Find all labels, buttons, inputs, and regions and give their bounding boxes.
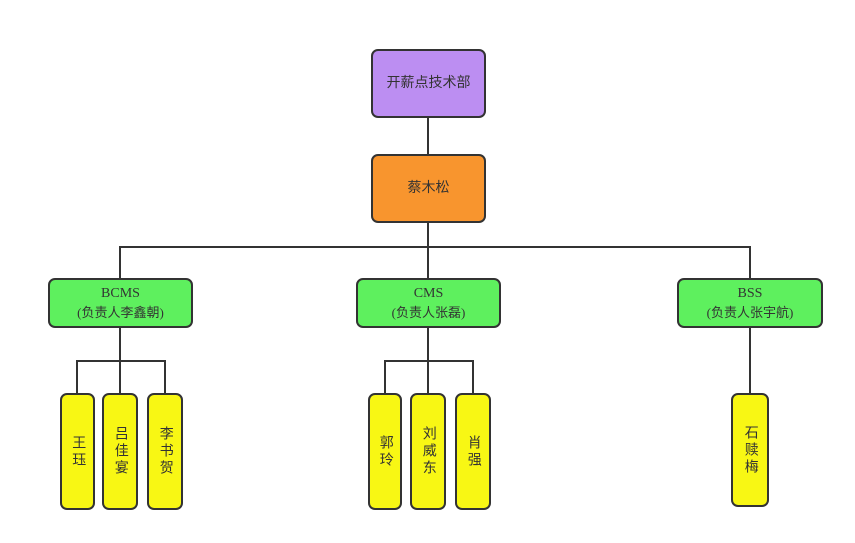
- group-bss-title: BSS: [737, 286, 763, 302]
- node-member-lvjiayan[interactable]: 吕佳宴: [102, 393, 138, 510]
- member-name: 刘威东: [420, 426, 436, 477]
- member-name: 肖强: [465, 434, 481, 469]
- connector-bcms-drop: [119, 246, 121, 278]
- connector-cms-stub-3: [472, 360, 474, 393]
- connector-bss-down: [749, 328, 751, 393]
- node-group-bcms[interactable]: BCMS (负责人李鑫朝): [48, 278, 193, 328]
- node-department[interactable]: 开薪点技术部: [371, 49, 486, 118]
- node-member-guoling[interactable]: 郭玲: [368, 393, 402, 510]
- connector-cms-drop: [427, 246, 429, 278]
- node-member-liuweidong[interactable]: 刘威东: [410, 393, 446, 510]
- connector-bss-drop: [749, 246, 751, 278]
- node-department-label: 开薪点技术部: [386, 75, 471, 91]
- node-member-xiaoqiang[interactable]: 肖强: [455, 393, 491, 510]
- node-group-bss[interactable]: BSS (负责人张宇航): [677, 278, 823, 328]
- connector-cms-stub-1: [384, 360, 386, 393]
- member-name: 吕佳宴: [112, 426, 128, 477]
- group-bcms-title: BCMS: [101, 286, 140, 302]
- group-cms-title: CMS: [413, 286, 444, 302]
- node-member-shishumei[interactable]: 石赎梅: [731, 393, 769, 507]
- connector-cms-down: [427, 328, 429, 362]
- connector-manager-drop: [427, 223, 429, 248]
- member-name: 石赎梅: [742, 424, 758, 476]
- connector-root-manager: [427, 118, 429, 155]
- node-group-cms[interactable]: CMS (负责人张磊): [356, 278, 501, 328]
- node-member-lishuhe[interactable]: 李书贺: [147, 393, 183, 510]
- group-bcms-subtitle: (负责人李鑫朝): [77, 304, 164, 320]
- node-member-wangjue[interactable]: 王珏: [60, 393, 95, 510]
- connector-bcms-down: [119, 328, 121, 362]
- connector-bcms-stub-2: [119, 360, 121, 393]
- connector-cms-horizontal: [384, 360, 474, 362]
- connector-bcms-stub-3: [164, 360, 166, 393]
- member-name: 王珏: [70, 434, 86, 469]
- connector-top-horizontal: [119, 246, 751, 248]
- member-name: 郭玲: [377, 434, 393, 469]
- node-manager[interactable]: 蔡木松: [371, 154, 486, 223]
- node-manager-label: 蔡木松: [407, 180, 450, 196]
- connector-cms-stub-2: [427, 360, 429, 393]
- member-name: 李书贺: [157, 426, 173, 477]
- group-bss-subtitle: (负责人张宇航): [706, 304, 794, 320]
- group-cms-subtitle: (负责人张磊): [391, 304, 466, 320]
- connector-bcms-stub-1: [76, 360, 78, 393]
- connector-bcms-horizontal: [76, 360, 166, 362]
